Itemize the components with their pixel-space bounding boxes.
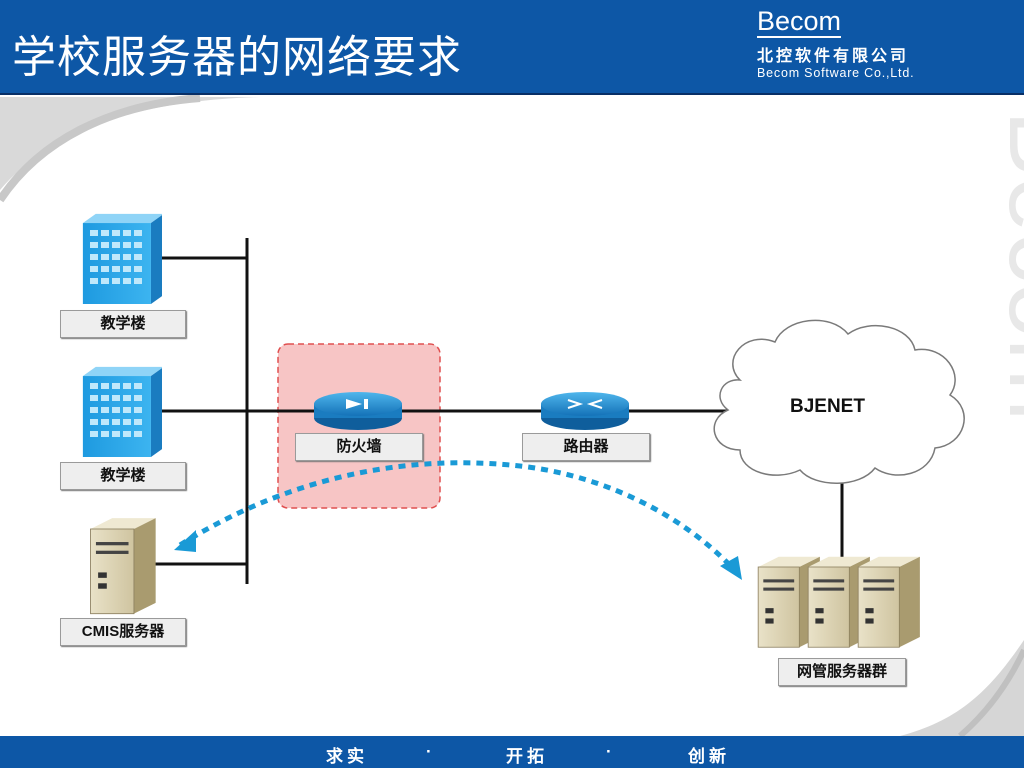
cloud-label: BJENET [790,396,865,417]
watermark-text: Becom [988,110,1024,421]
cmis-server-icon [89,518,157,615]
cloud-icon [713,319,965,484]
logo-brand: Becom [757,6,842,38]
footer-slogan-3: 创新 [688,747,730,766]
footer-slogan-1: 求实 [326,747,368,766]
company-logo: Becom 北控软件有限公司 Becom Software Co.,Ltd. [757,8,914,80]
server-group-label: 网管服务器群 [778,658,906,686]
firewall-label: 防火墙 [295,433,423,461]
arrow-head-right [720,556,742,580]
building-icon-2 [82,366,162,457]
footer-dot-1: · [426,742,436,761]
router-label: 路由器 [522,433,650,461]
footer-dot-2: · [606,742,616,761]
footer-bar: 求实 · 开拓 · 创新 [0,736,1024,768]
header-bar [0,0,1024,93]
dotted-arrow-path [178,460,740,576]
page-title: 学校服务器的网络要求 [12,32,462,83]
building-icon-1 [82,213,162,304]
server-group-icon [757,556,921,648]
footer-slogan-2: 开拓 [506,747,548,766]
cmis-server-label: CMIS服务器 [60,618,186,646]
building-2-label: 教学楼 [60,462,186,490]
router-icon [541,392,629,430]
firewall-icon [314,392,402,430]
header-divider [0,93,1024,95]
logo-company-en: Becom Software Co.,Ltd. [757,66,915,80]
building-1-label: 教学楼 [60,310,186,338]
logo-company-cn: 北控软件有限公司 [757,48,910,65]
arrow-head-left [174,530,196,552]
